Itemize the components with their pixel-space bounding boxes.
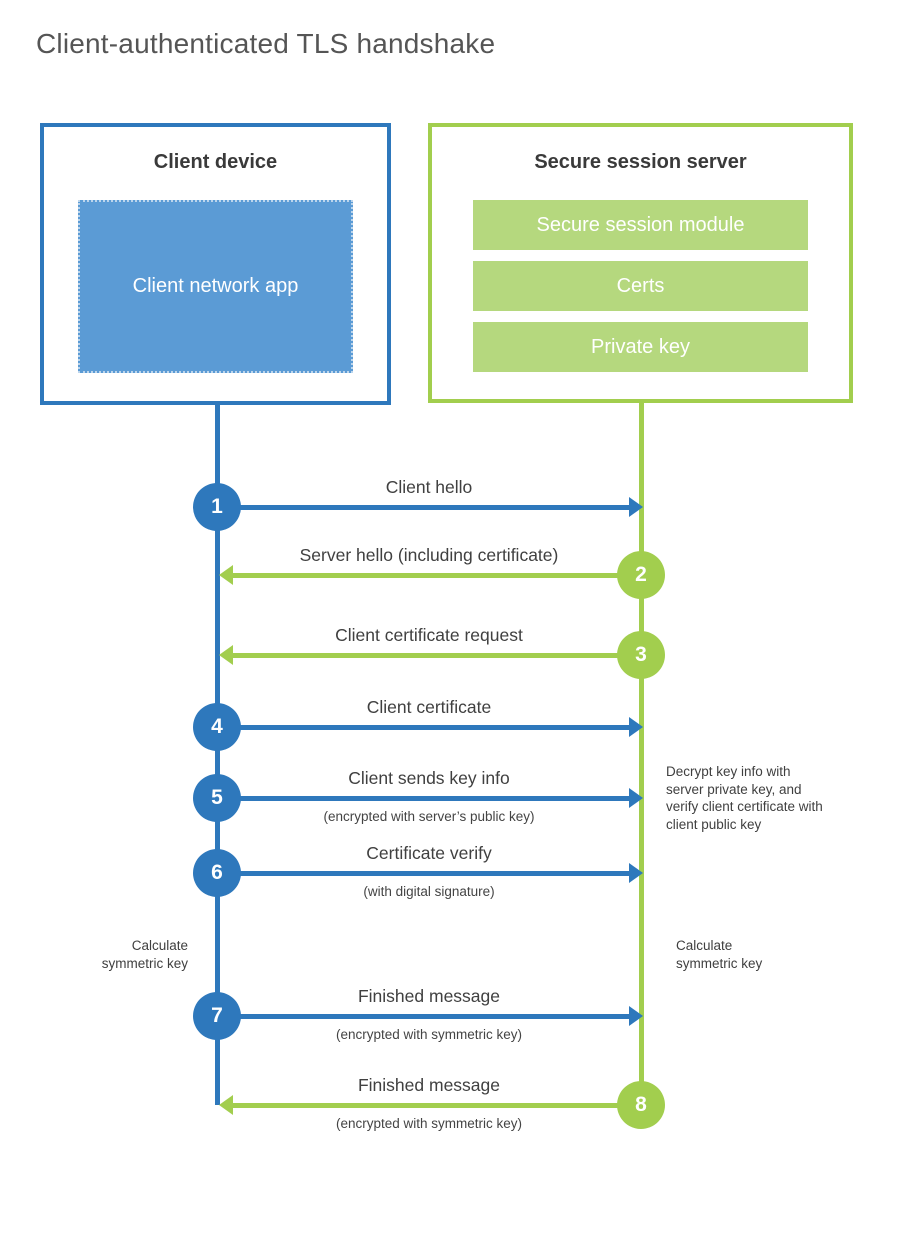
secure-session-server-box: Secure session server Secure session mod… [428, 123, 853, 403]
step-8-arrow [233, 1103, 641, 1108]
server-module-private-key: Private key [473, 322, 808, 372]
step-8-badge: 8 [617, 1081, 665, 1129]
client-lifeline [215, 405, 220, 1105]
calculate-symmetric-key-server: Calculate symmetric key [676, 938, 763, 971]
step-6-label: Certificate verify [366, 843, 492, 863]
server-lifeline [639, 401, 644, 1105]
step-3-label: Client certificate request [335, 625, 523, 645]
step-1-label: Client hello [385, 477, 473, 497]
step-3-badge: 3 [617, 631, 665, 679]
page-title: Client-authenticated TLS handshake [36, 28, 496, 59]
step-3-arrow [233, 653, 641, 658]
step-5-badge: 5 [193, 774, 241, 822]
arrow-right-icon [629, 788, 643, 808]
step-7-badge: 7 [193, 992, 241, 1040]
step-5-sublabel: (encrypted with server’s public key) [323, 809, 535, 824]
server-module-secure-session: Secure session module [473, 200, 808, 250]
step-1-badge: 1 [193, 483, 241, 531]
arrow-right-icon [629, 863, 643, 883]
client-network-app-block: Client network app [78, 200, 353, 373]
step-2-badge: 2 [617, 551, 665, 599]
step-6-badge: 6 [193, 849, 241, 897]
client-device-title: Client device [153, 151, 278, 173]
step-8-sublabel: (encrypted with symmetric key) [335, 1116, 523, 1131]
arrow-right-icon [629, 1006, 643, 1026]
client-network-app-label: Client network app [132, 275, 299, 297]
arrow-left-icon [219, 1095, 233, 1115]
arrow-right-icon [629, 717, 643, 737]
arrow-left-icon [219, 565, 233, 585]
step-2-label: Server hello (including certificate) [299, 545, 559, 565]
arrow-left-icon [219, 645, 233, 665]
secure-session-server-title: Secure session server [534, 151, 747, 173]
step-4-arrow [217, 725, 629, 730]
arrow-right-icon [629, 497, 643, 517]
calculate-symmetric-key-client: Calculate symmetric key [101, 938, 188, 971]
step-4-badge: 4 [193, 703, 241, 751]
step-1-arrow [217, 505, 629, 510]
step-8-label: Finished message [357, 1075, 501, 1095]
server-decrypt-note: Decrypt key info with server private key… [666, 764, 823, 832]
step-4-label: Client certificate [366, 697, 492, 717]
step-7-sublabel: (encrypted with symmetric key) [335, 1027, 523, 1042]
step-6-sublabel: (with digital signature) [363, 884, 495, 899]
step-7-label: Finished message [357, 986, 501, 1006]
server-module-certs: Certs [473, 261, 808, 311]
step-7-arrow [217, 1014, 629, 1019]
step-6-arrow [217, 871, 629, 876]
step-2-arrow [233, 573, 641, 578]
step-5-arrow [217, 796, 629, 801]
step-5-label: Client sends key info [348, 768, 510, 788]
client-device-box: Client device Client network app [40, 123, 391, 405]
